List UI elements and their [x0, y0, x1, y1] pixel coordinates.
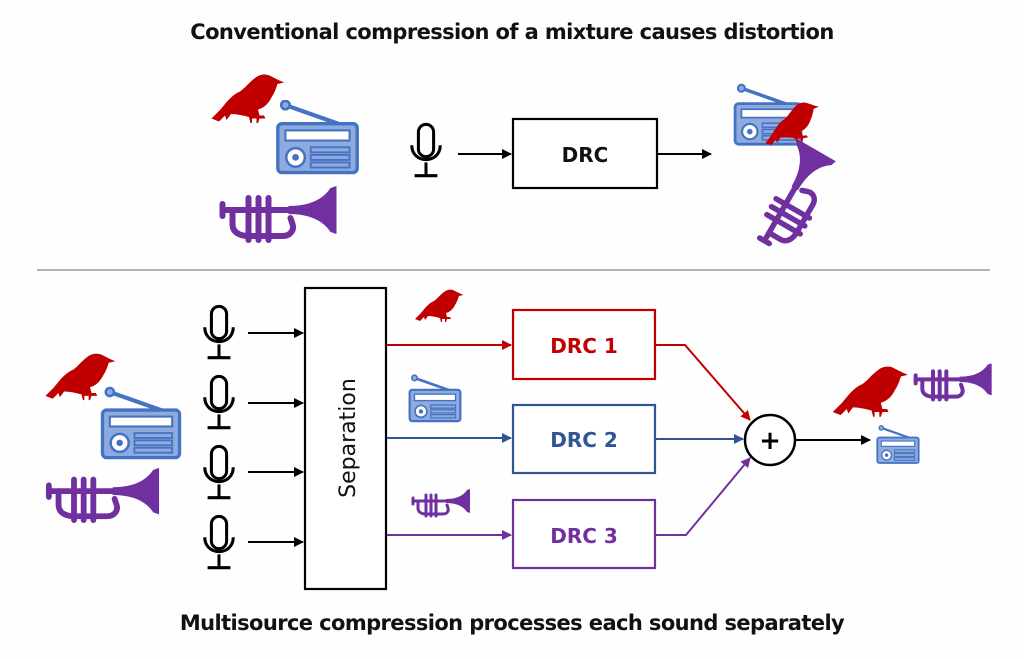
- drc-block: DRC: [511, 117, 659, 190]
- bottom-title: Multisource compression processes each s…: [179, 611, 845, 635]
- top-source-icons: [211, 74, 358, 240]
- sum-node: +: [743, 413, 797, 467]
- radio-icon: [876, 424, 920, 465]
- bird-icon: [415, 289, 464, 322]
- radio-icon: [278, 101, 357, 173]
- bottom-source-icons: [45, 353, 179, 521]
- trumpet-icon: [916, 363, 992, 399]
- trumpet-icon: [223, 186, 337, 240]
- bird-icon: [211, 74, 285, 123]
- microphone-array: [203, 304, 304, 570]
- trumpet-icon: [49, 468, 159, 520]
- drc-3-block: DRC 3: [511, 498, 657, 570]
- bird-icon: [832, 366, 908, 417]
- drc-2-label: DRC 2: [550, 428, 618, 452]
- drc-1-block: DRC 1: [511, 308, 657, 381]
- microphone-icon: [203, 514, 235, 570]
- microphone-icon: [203, 304, 235, 360]
- distorted-output-icons: [735, 85, 840, 255]
- microphone-icon: [410, 122, 442, 178]
- clean-output-icons: [832, 363, 992, 465]
- drc-3-label: DRC 3: [550, 524, 618, 548]
- drc-label: DRC: [562, 143, 609, 167]
- microphone-icon: [203, 374, 235, 430]
- radio-icon: [408, 373, 462, 423]
- drc-1-label: DRC 1: [550, 334, 618, 358]
- microphone-icon: [203, 444, 235, 500]
- branch-3-sum-arrow: [656, 457, 751, 536]
- radio-icon: [102, 388, 179, 458]
- trumpet-icon: [745, 139, 840, 254]
- drc-2-block: DRC 2: [511, 403, 657, 475]
- trumpet-icon: [411, 488, 472, 518]
- separation-label: Separation: [336, 378, 361, 498]
- separation-block: Separation: [303, 286, 388, 591]
- branch-1-sum-arrow: [656, 344, 751, 421]
- top-title: Conventional compression of a mixture ca…: [190, 20, 834, 44]
- sum-label: +: [759, 426, 781, 456]
